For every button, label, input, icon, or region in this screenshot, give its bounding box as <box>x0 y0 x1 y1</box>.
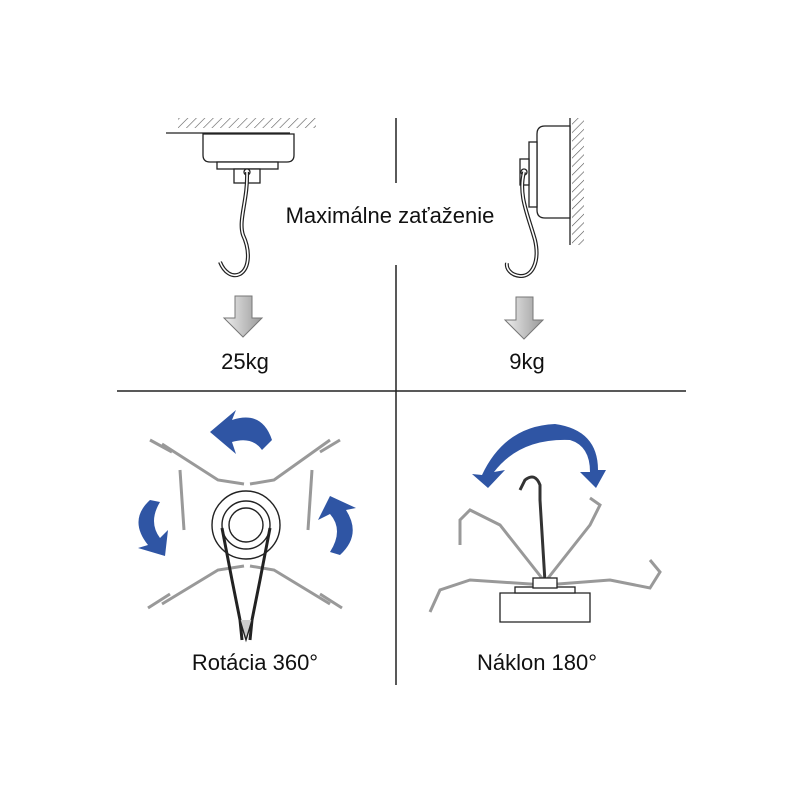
wall-load-value: 9kg <box>509 349 545 374</box>
divider-lines <box>117 118 686 685</box>
ceiling-load-value: 25kg <box>221 349 269 374</box>
down-arrow-icon <box>222 295 264 338</box>
rotation-illustration <box>147 438 343 610</box>
rotation-magnet <box>211 490 281 643</box>
tilt-illustration <box>428 475 662 613</box>
down-arrow-icon <box>503 296 545 340</box>
rotation-label: Rotácia 360° <box>191 650 319 675</box>
max-load-heading: Maximálne zaťaženie <box>285 203 495 228</box>
tilt-arrow <box>472 424 606 488</box>
wall-mount-illustration <box>504 118 584 278</box>
tilt-magnet <box>499 577 591 623</box>
rotation-arrows <box>138 410 356 556</box>
ceiling-mount-illustration <box>166 118 316 278</box>
tilt-label: Náklon 180° <box>476 650 598 675</box>
